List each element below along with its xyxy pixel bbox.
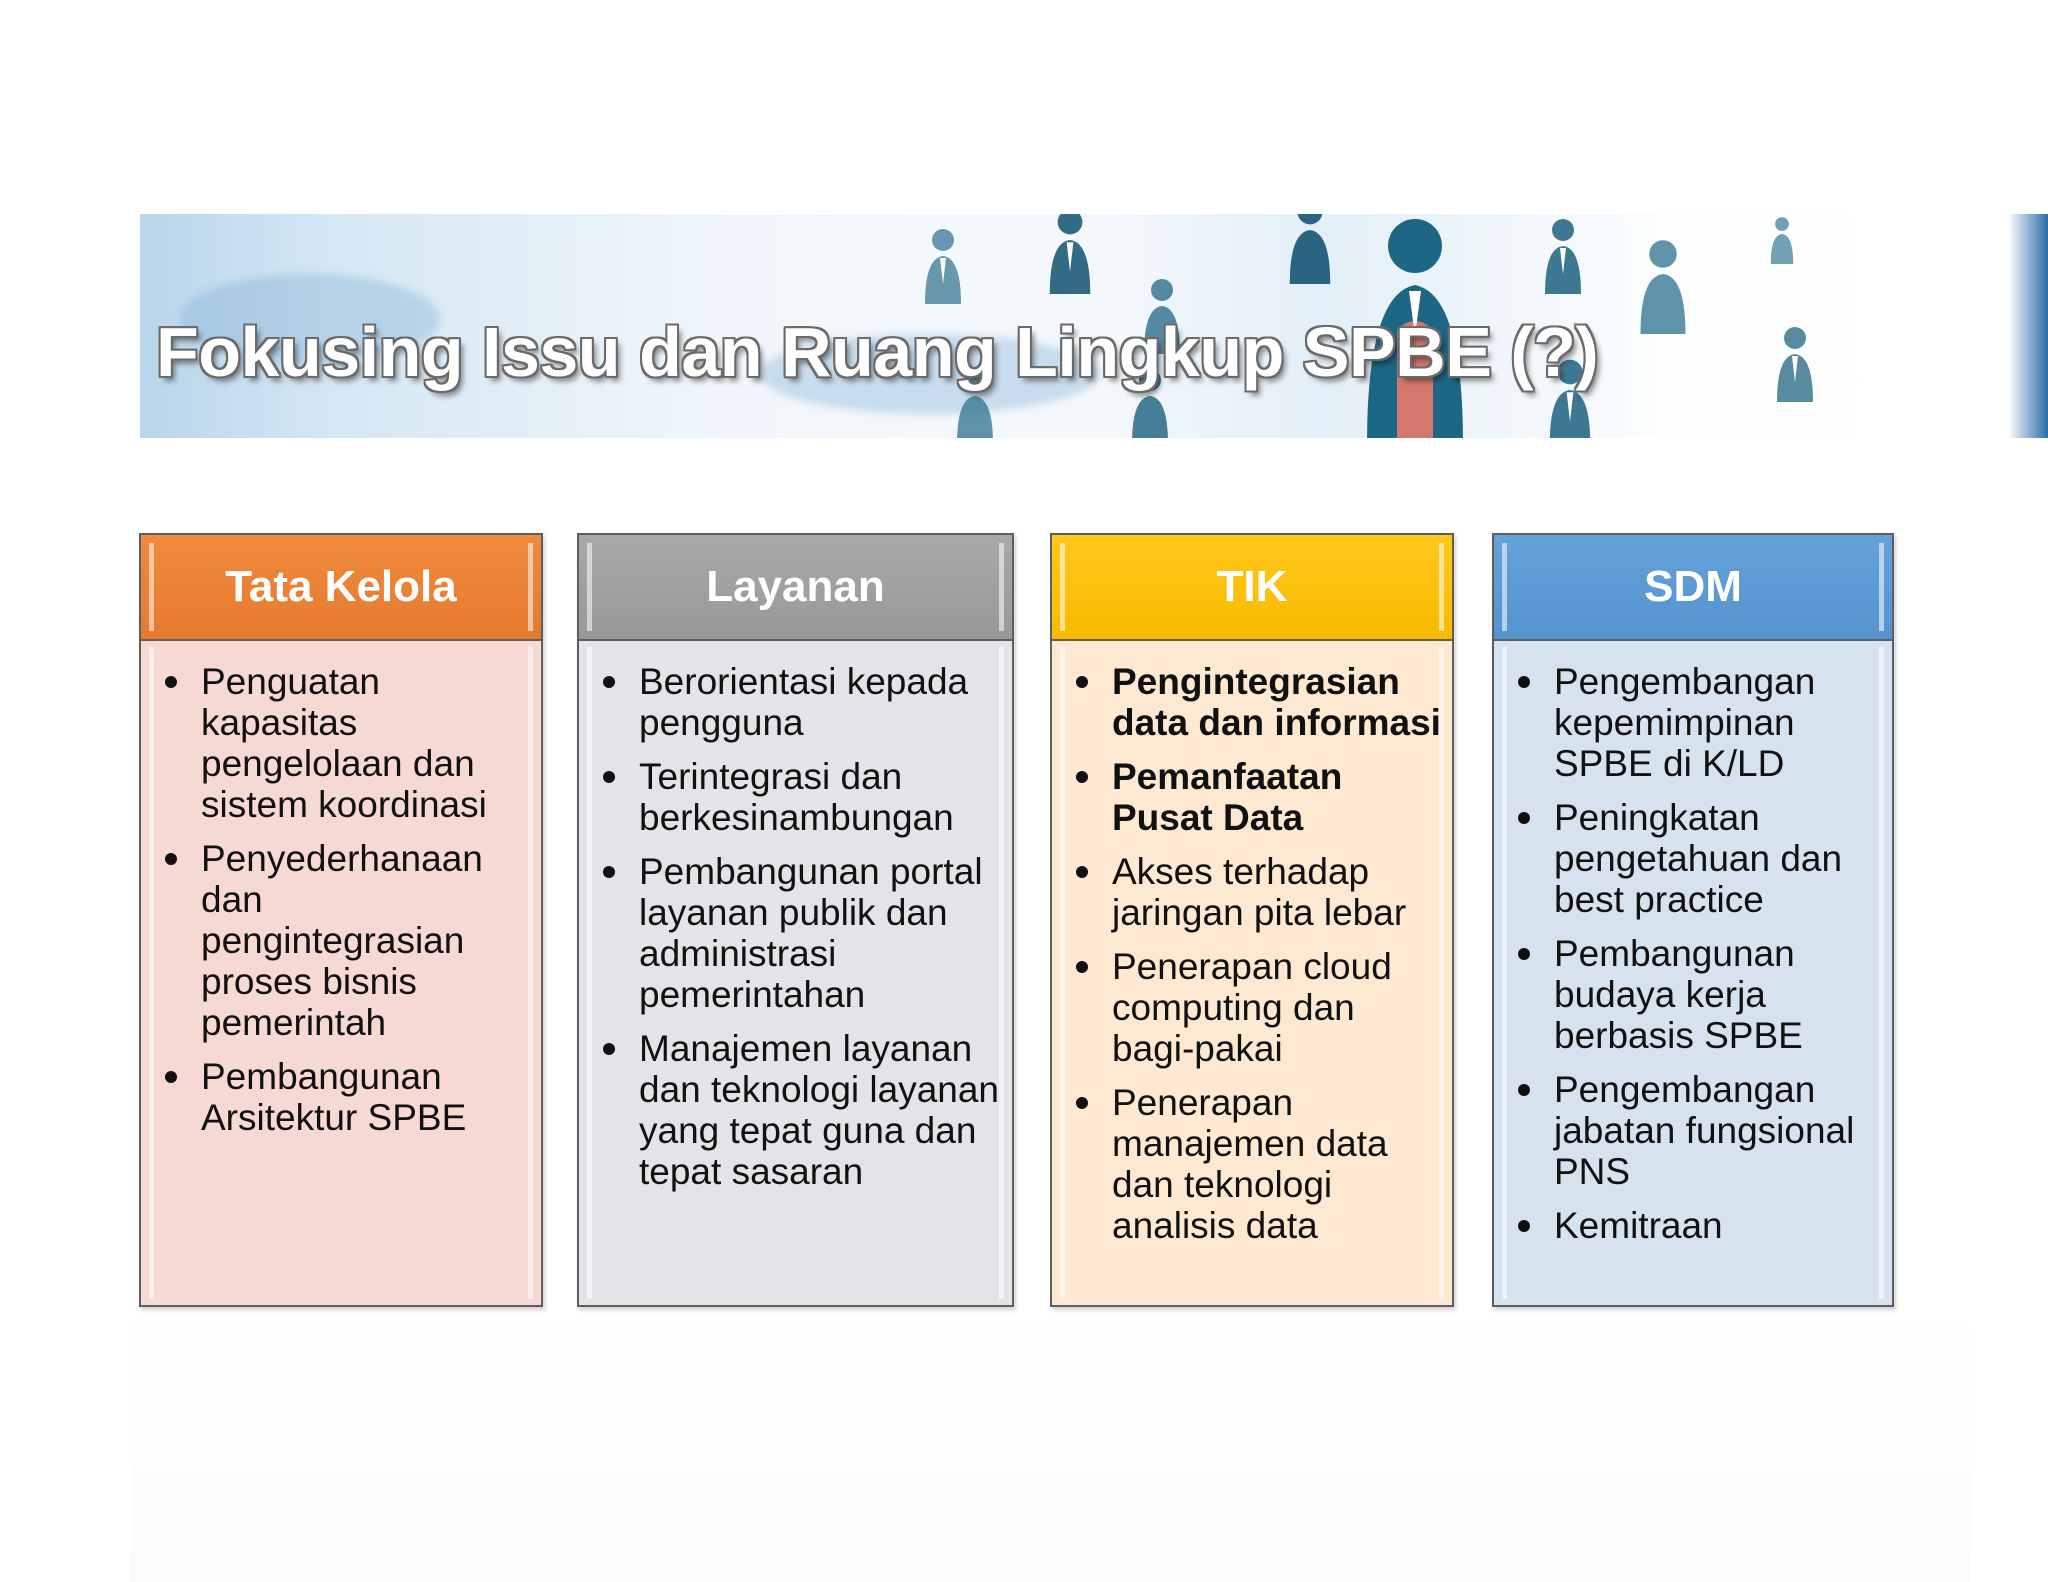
column-sdm: SDM Pengembangan kepemimpinan SPBE di K/… — [1492, 533, 1894, 1307]
bullet-icon — [165, 1071, 177, 1083]
banner-streak — [180, 274, 440, 364]
list-item-text: Penerapan cloud computing dan bagi-pakai — [1112, 946, 1392, 1069]
bullet-icon — [1518, 676, 1530, 688]
bullet-icon — [603, 771, 615, 783]
column-title: Layanan — [706, 562, 885, 611]
list-item-text: Pembangunan Arsitektur SPBE — [201, 1056, 467, 1138]
person-icon — [1635, 234, 1691, 334]
slide-title: Fokusing Issu dan Ruang Lingkup SPBE (?) — [156, 313, 1599, 391]
list-item-text: Pemanfaatan Pusat Data — [1112, 756, 1343, 838]
list-item: Pengintegrasian data dan informasi — [1052, 661, 1444, 743]
list-item: Penguatan kapasitas pengelolaan dan sist… — [141, 661, 533, 825]
list-item: Kemitraan — [1494, 1205, 1884, 1246]
list-item-text: Terintegrasi dan berkesinambungan — [639, 756, 954, 838]
person-icon — [1040, 214, 1100, 294]
list-item: Manajemen layanan dan teknologi layanan … — [579, 1028, 1004, 1192]
list-item-text: Pengintegrasian data dan informasi — [1112, 661, 1441, 743]
column-header: Tata Kelola — [141, 535, 541, 641]
bullet-icon — [1076, 961, 1088, 973]
list-item: Penerapan manajemen data dan teknologi a… — [1052, 1082, 1444, 1246]
column-tik: TIK Pengintegrasian data dan informasi P… — [1050, 533, 1454, 1307]
bullet-icon — [1518, 1084, 1530, 1096]
list-item-text: Kemitraan — [1554, 1205, 1723, 1246]
column-body: Berorientasi kepada pengguna Terintegras… — [579, 641, 1012, 1305]
slide-background-fade — [130, 1300, 1970, 1582]
person-leader-icon — [1350, 214, 1480, 438]
bullet-icon — [1518, 1220, 1530, 1232]
list-item-text: Pengembangan kepemimpinan SPBE di K/LD — [1554, 661, 1816, 784]
bullet-icon — [1518, 948, 1530, 960]
bullet-icon — [603, 866, 615, 878]
column-body: Pengintegrasian data dan informasi Peman… — [1052, 641, 1452, 1305]
list-item: Pembangunan Arsitektur SPBE — [141, 1056, 533, 1138]
list-item-text: Manajemen layanan dan teknologi layanan … — [639, 1028, 1000, 1192]
list-item-text: Pembangunan portal layanan publik dan ad… — [639, 851, 983, 1015]
list-item: Penyederhanaan dan pengintegrasian prose… — [141, 838, 533, 1043]
list-item-text: Penguatan kapasitas pengelolaan dan sist… — [201, 661, 487, 825]
list-item: Pemanfaatan Pusat Data — [1052, 756, 1444, 838]
column-header: TIK — [1052, 535, 1452, 641]
bullet-icon — [1518, 812, 1530, 824]
column-header: SDM — [1494, 535, 1892, 641]
list-item-text: Berorientasi kepada pengguna — [639, 661, 969, 743]
bullet-icon — [603, 676, 615, 688]
list-item: Pembangunan portal layanan publik dan ad… — [579, 851, 1004, 1015]
column-title: Tata Kelola — [225, 562, 457, 611]
list-item-text: Pengembangan jabatan fungsional PNS — [1554, 1069, 1855, 1192]
bullet-icon — [165, 676, 177, 688]
column-title: TIK — [1216, 562, 1288, 611]
column-layanan: Layanan Berorientasi kepada pengguna Ter… — [577, 533, 1014, 1307]
person-icon — [1770, 322, 1820, 402]
person-icon — [1764, 214, 1800, 264]
list-item: Pembangunan budaya kerja berbasis SPBE — [1494, 933, 1884, 1056]
title-banner — [140, 214, 2048, 438]
list-item-text: Pembangunan budaya kerja berbasis SPBE — [1554, 933, 1803, 1056]
list-item: Terintegrasi dan berkesinambungan — [579, 756, 1004, 838]
list-item-text: Peningkatan pengetahuan dan best practic… — [1554, 797, 1843, 920]
bullet-icon — [1076, 676, 1088, 688]
column-tata-kelola: Tata Kelola Penguatan kapasitas pengelol… — [139, 533, 543, 1307]
list-item-text: Akses terhadap jaringan pita lebar — [1112, 851, 1407, 933]
bullet-icon — [165, 853, 177, 865]
list-item: Penerapan cloud computing dan bagi-pakai — [1052, 946, 1444, 1069]
list-item-text: Penyederhanaan dan pengintegrasian prose… — [201, 838, 483, 1043]
bullet-icon — [603, 1043, 615, 1055]
bullet-icon — [1076, 1097, 1088, 1109]
banner-streak — [760, 334, 1100, 414]
person-icon — [1530, 354, 1610, 438]
bullet-icon — [1076, 866, 1088, 878]
person-icon — [1140, 274, 1184, 354]
person-icon — [1525, 214, 1601, 294]
list-item: Pengembangan kepemimpinan SPBE di K/LD — [1494, 661, 1884, 784]
list-item: Pengembangan jabatan fungsional PNS — [1494, 1069, 1884, 1192]
person-icon — [950, 364, 1000, 438]
column-body: Pengembangan kepemimpinan SPBE di K/LD P… — [1494, 641, 1892, 1305]
column-header: Layanan — [579, 535, 1012, 641]
column-body: Penguatan kapasitas pengelolaan dan sist… — [141, 641, 541, 1305]
person-icon — [1120, 364, 1180, 438]
bullet-icon — [1076, 771, 1088, 783]
column-title: SDM — [1644, 562, 1742, 611]
list-item: Berorientasi kepada pengguna — [579, 661, 1004, 743]
list-item-text: Penerapan manajemen data dan teknologi a… — [1112, 1082, 1388, 1246]
banner-edge-accent — [2008, 214, 2048, 438]
person-icon — [1260, 214, 1360, 284]
list-item: Akses terhadap jaringan pita lebar — [1052, 851, 1444, 933]
list-item: Peningkatan pengetahuan dan best practic… — [1494, 797, 1884, 920]
person-icon — [920, 224, 966, 304]
